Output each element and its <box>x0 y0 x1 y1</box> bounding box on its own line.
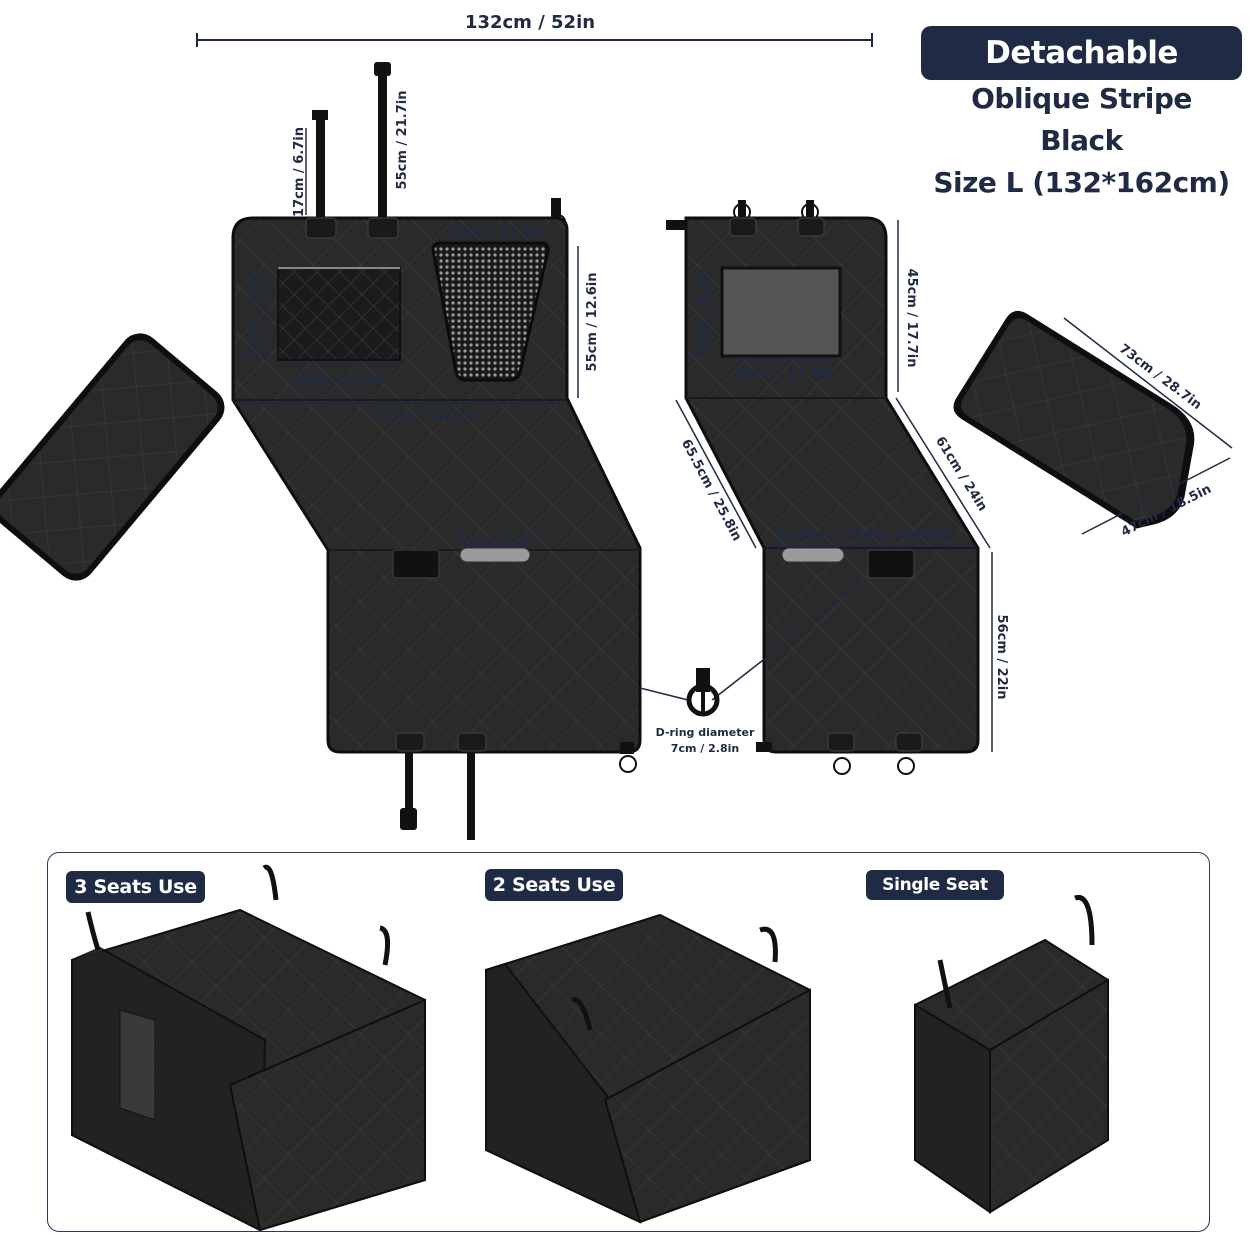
seat-height-label: 56cm / 22in <box>994 615 1009 700</box>
middle-width-label: 40.5cm / 15.9in (Middle) <box>777 528 956 543</box>
right-panel <box>666 200 980 775</box>
color-label: Black <box>1040 124 1123 157</box>
left-panel <box>231 62 642 840</box>
version-badge: Detachable Version <box>921 26 1242 125</box>
usage-panel <box>47 852 1210 1232</box>
d-ring <box>686 668 720 717</box>
single-seat-illustration <box>914 894 1109 1214</box>
mesh-width-label: 30cm / 11.8in <box>447 224 546 239</box>
short-strap <box>316 118 325 218</box>
right-seat-pad <box>953 308 1195 529</box>
three-seats-badge: 3 Seats Use <box>66 871 205 903</box>
left-panel-width-label: 87cm / 34.3in <box>374 409 473 424</box>
right-back-height-label: 45cm / 17.7in <box>904 269 919 368</box>
single-seat-badge: Single Seat Use <box>866 870 1004 925</box>
pattern-label: Oblique Stripe <box>971 82 1192 115</box>
right-window-width-label: 30cm / 11.8in <box>735 367 834 382</box>
long-strap <box>378 72 387 218</box>
dring-size-label: 7cm / 2.8in <box>671 742 739 755</box>
two-seats-illustration <box>485 913 811 1224</box>
left-seat-pad <box>0 333 225 581</box>
dring-label: D-ring diameter <box>656 726 755 739</box>
size-label: Size L (132*162cm) <box>933 166 1230 199</box>
long-strap-label: 55cm / 21.7in <box>395 91 410 190</box>
three-seats-illustration <box>71 864 426 1232</box>
left-window-height-label: 23cm / 9.1in <box>247 270 262 360</box>
right-dimension-lines <box>639 220 993 752</box>
zip-length-label: 19cm / 17.5in <box>453 532 537 545</box>
right-pad-dimension-lines <box>1063 317 1233 535</box>
total-width-line <box>196 33 873 47</box>
right-window-height-label: 23cm / 9.1in <box>695 269 710 359</box>
two-seats-badge: 2 Seats Use <box>485 869 623 901</box>
short-strap-label: 17cm / 6.7in <box>292 127 307 217</box>
total-width-label: 132cm / 52in <box>464 12 596 33</box>
left-window-width-label: 30cm / 11.8in <box>291 373 390 388</box>
left-back-height-label: 55cm / 12.6in <box>585 273 600 372</box>
left-dimension-lines <box>233 128 579 546</box>
